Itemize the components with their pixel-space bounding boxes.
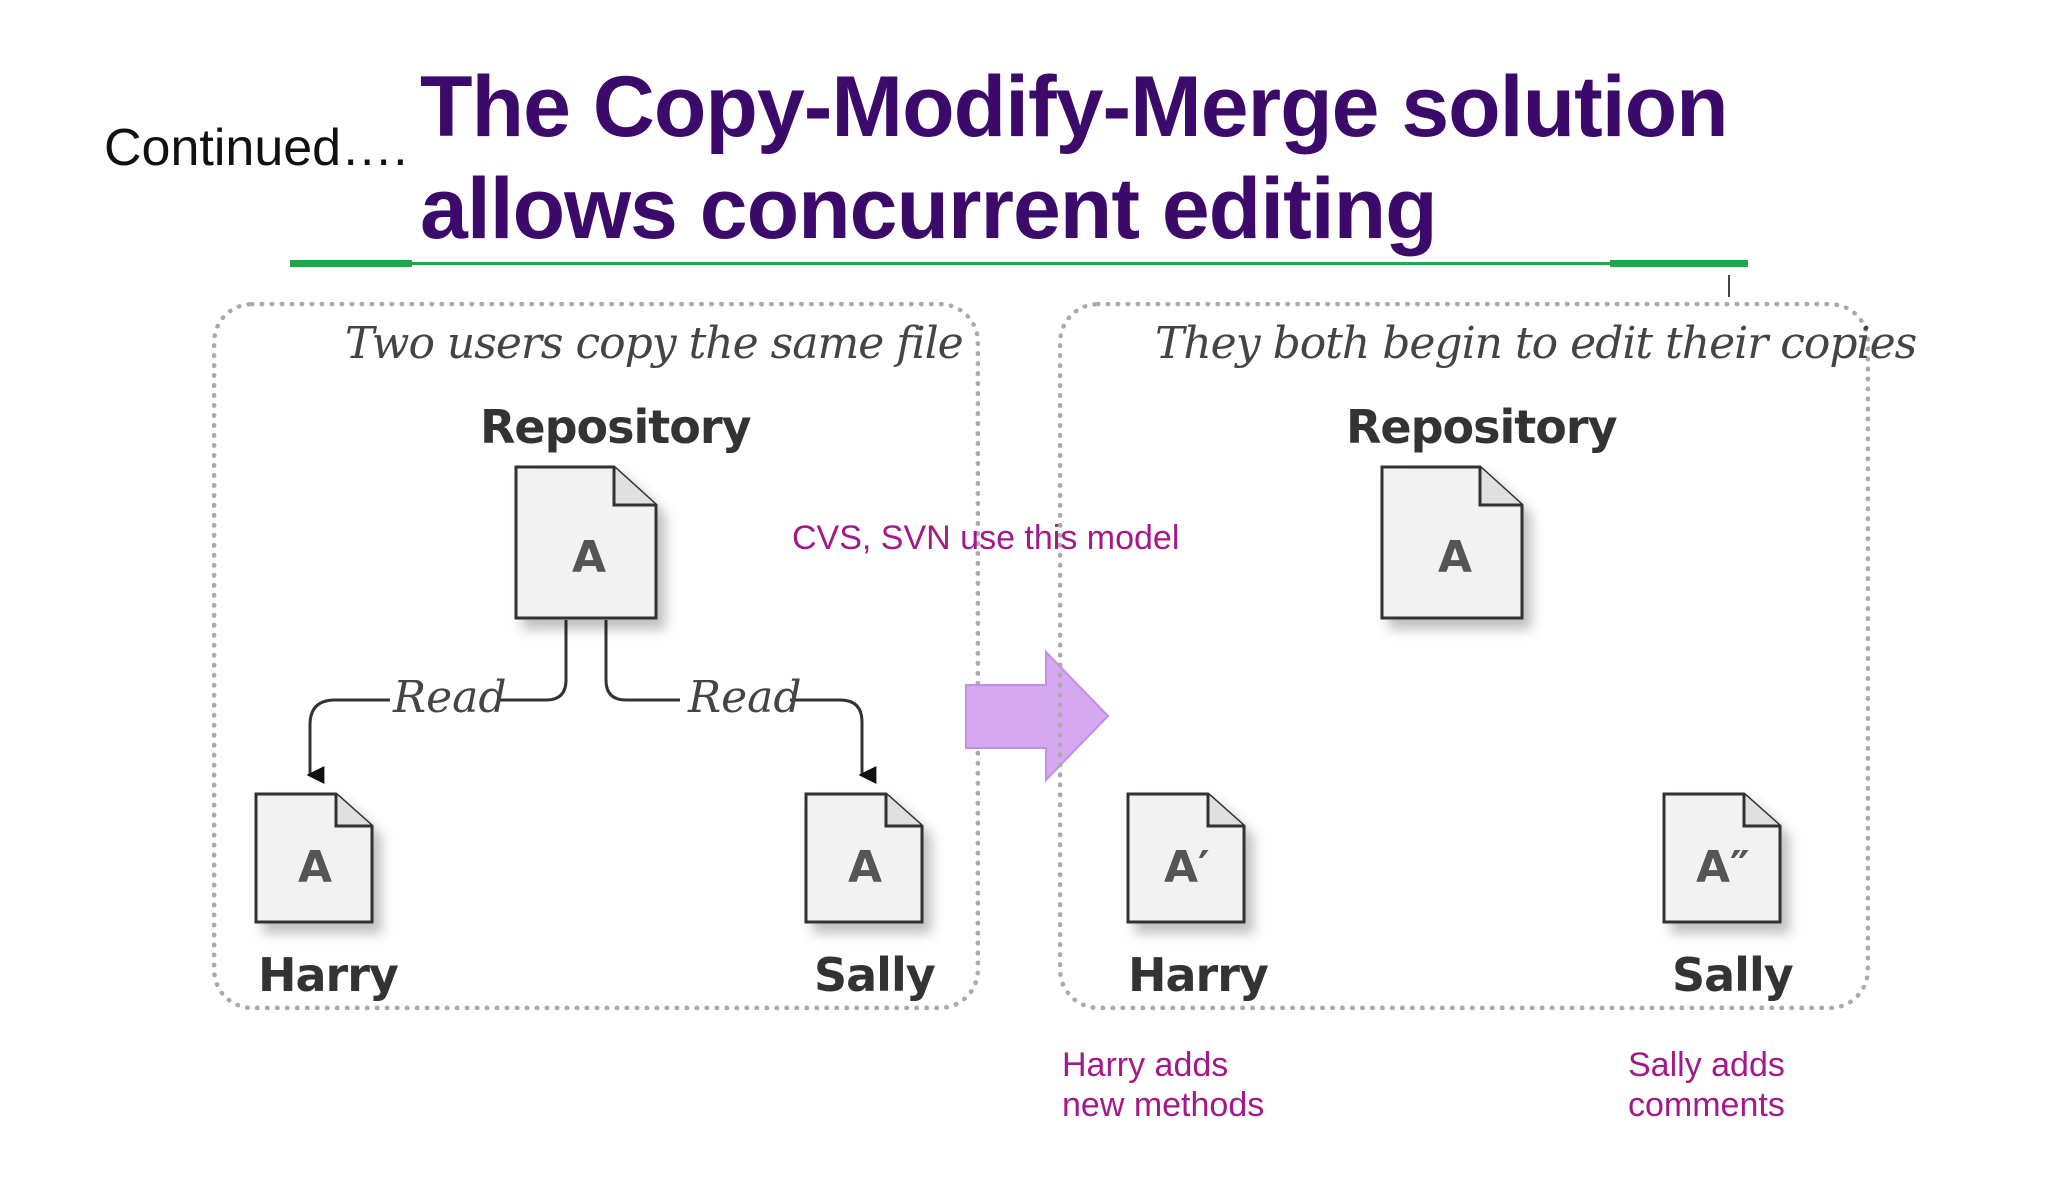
right-panel [1058, 302, 1870, 1010]
sally-note-line-1: Sally adds [1628, 1046, 1785, 1084]
left-repository-document-icon [514, 465, 658, 620]
sally-note: Sally adds comments [1628, 1045, 1785, 1125]
right-repository-document-icon [1380, 465, 1524, 620]
title-divider-accent-left [290, 260, 412, 267]
left-harry-label: Harry [258, 948, 399, 1002]
right-sally-file-letter: A″ [1696, 842, 1750, 893]
left-sally-document-icon [804, 792, 924, 924]
transition-arrow-icon [965, 649, 1110, 783]
left-harry-document-icon [254, 792, 374, 924]
right-harry-document-icon [1126, 792, 1246, 924]
title-divider-accent-right [1610, 260, 1748, 267]
slide-title-line-1: The Copy-Modify-Merge solution [420, 59, 1729, 155]
left-repository-file-letter: A [572, 532, 607, 583]
continued-label: Continued…. [104, 119, 408, 177]
read-connector-left [500, 620, 568, 702]
right-repository-label: Repository [1346, 400, 1618, 454]
right-harry-file-letter: A′ [1164, 842, 1210, 893]
right-sally-label: Sally [1672, 948, 1794, 1002]
read-label-left: Read [393, 672, 507, 723]
left-sally-label: Sally [814, 948, 936, 1002]
right-panel-caption: They both begin to edit their copies [1155, 318, 1917, 369]
left-panel-caption: Two users copy the same file [345, 318, 964, 369]
left-repository-label: Repository [480, 400, 752, 454]
read-connector-right-tail [790, 698, 877, 784]
read-connector-left-tail [306, 698, 390, 784]
divider-tick [1728, 275, 1730, 297]
harry-note-line-2: new methods [1062, 1086, 1265, 1124]
sally-note-line-2: comments [1628, 1086, 1785, 1124]
left-panel [212, 302, 980, 1010]
read-label-right: Read [688, 672, 802, 723]
harry-note-line-1: Harry adds [1062, 1046, 1229, 1084]
model-note: CVS, SVN use this model [792, 519, 1180, 557]
read-connector-right [604, 620, 680, 702]
left-sally-file-letter: A [848, 842, 883, 893]
slide-title-line-2: allows concurrent editing [420, 161, 1438, 257]
right-repository-file-letter: A [1438, 532, 1473, 583]
title-divider [290, 262, 1748, 265]
right-sally-document-icon [1662, 792, 1782, 924]
harry-note: Harry adds new methods [1062, 1045, 1264, 1125]
left-harry-file-letter: A [298, 842, 333, 893]
right-harry-label: Harry [1128, 948, 1269, 1002]
